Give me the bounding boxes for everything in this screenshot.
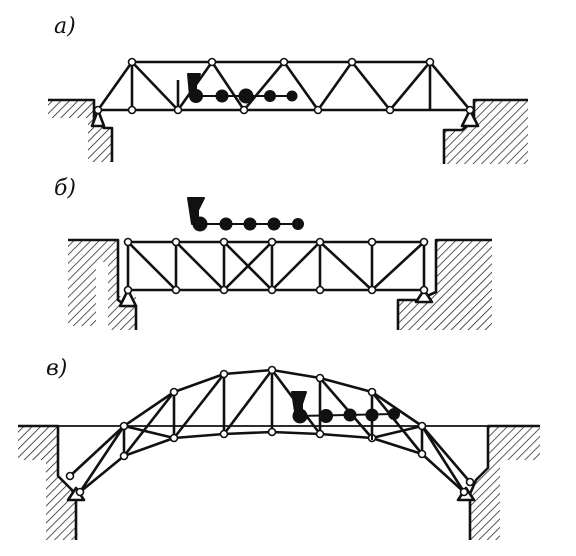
diagram-b <box>68 197 492 330</box>
label-diagram-b: б) <box>54 176 77 201</box>
diagram-a <box>48 57 528 164</box>
train-a <box>187 73 298 104</box>
right-abutment-c <box>468 424 540 540</box>
train-c <box>291 391 400 440</box>
left-abutment-b <box>68 238 138 330</box>
train-b <box>187 197 304 232</box>
label-diagram-a: а) <box>54 14 76 39</box>
left-abutment-c <box>18 424 78 540</box>
label-diagram-c: в) <box>46 356 68 381</box>
diagram-c <box>18 365 540 540</box>
